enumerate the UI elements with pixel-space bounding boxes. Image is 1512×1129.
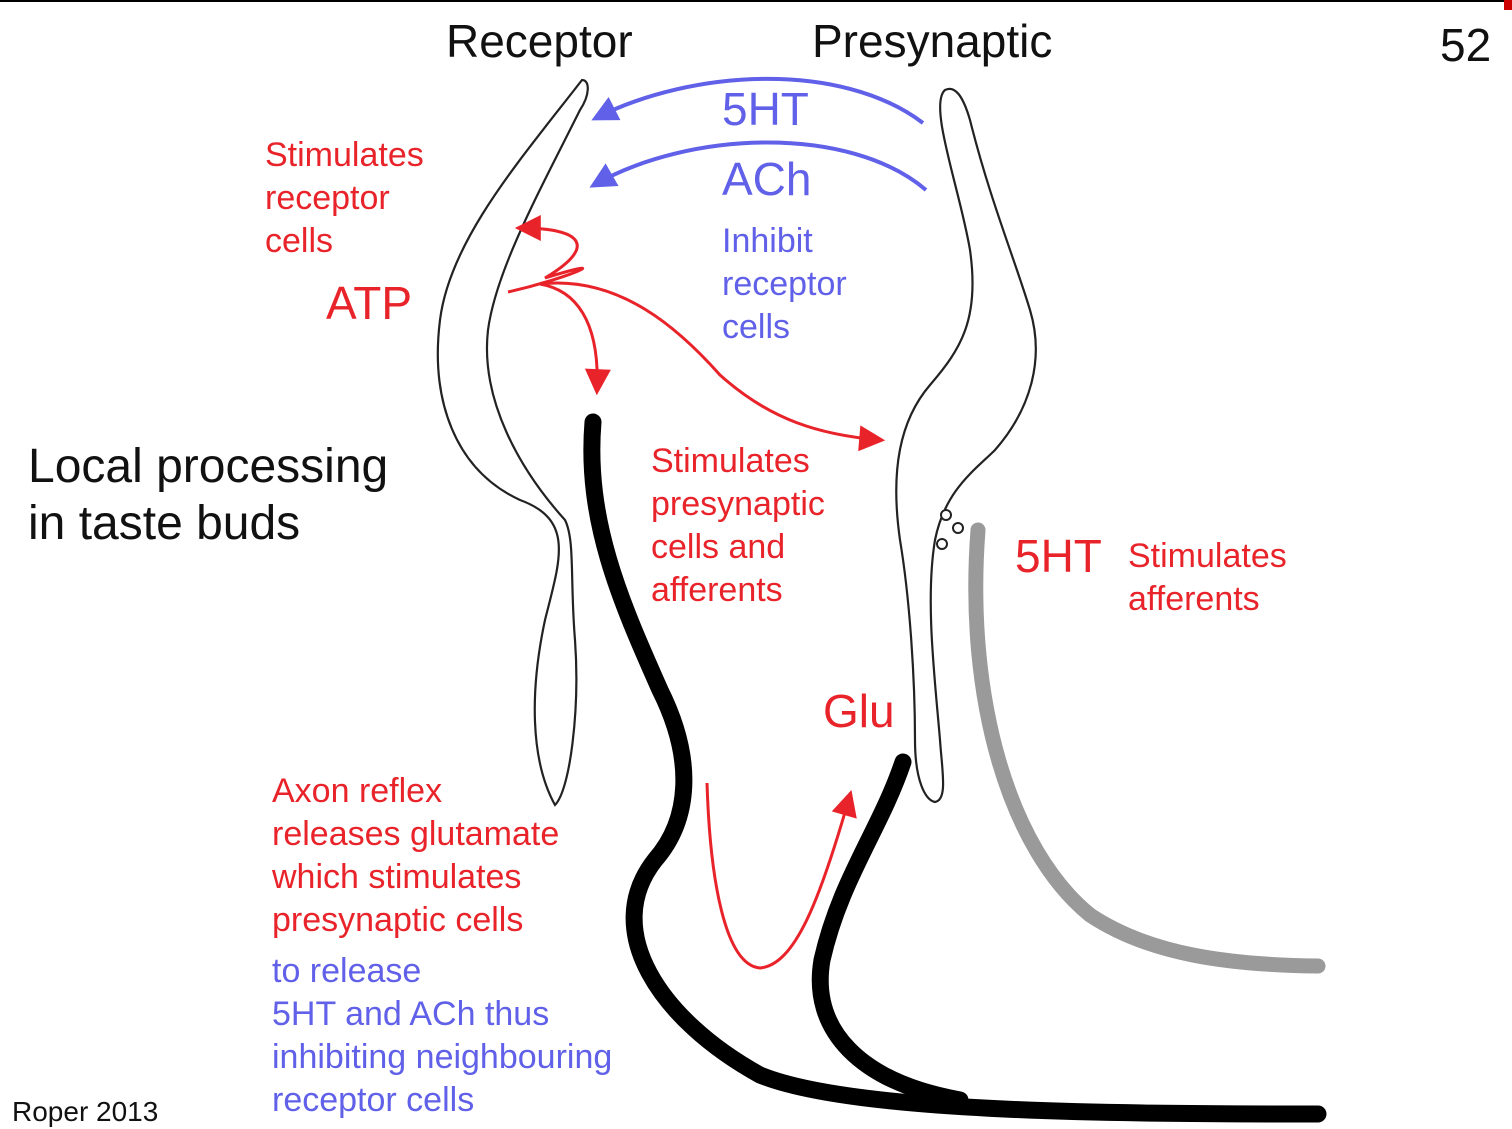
- citation: Roper 2013: [12, 1096, 159, 1127]
- 5ht-side-label: 5HT: [1015, 530, 1102, 582]
- black-afferent-fiber: [583, 413, 1327, 1123]
- axon-reflex-arrow: [705, 782, 857, 970]
- axon-reflex-inhibit-note: to release 5HT and ACh thus inhibiting n…: [272, 952, 613, 1119]
- glu-label: Glu: [823, 685, 895, 737]
- vesicle: [936, 538, 948, 550]
- 5ht-inhibit-arrow: [591, 76, 925, 125]
- atp-arrow-to-presynaptic: [539, 281, 886, 452]
- receptor-cell-label: Receptor: [446, 15, 633, 67]
- receptor-cell-outline: [436, 78, 589, 807]
- stimulates-afferents-note: Stimulates afferents: [1128, 537, 1287, 618]
- gray-afferent-fiber: [968, 522, 1326, 974]
- slide-title: Local processing in taste buds: [28, 440, 389, 550]
- presynaptic-cell-outline: [895, 87, 1037, 804]
- page-number: 52: [1440, 19, 1492, 71]
- vesicle: [952, 522, 964, 534]
- presynaptic-cell-label: Presynaptic: [812, 15, 1053, 67]
- 5ht-top-label: 5HT: [722, 83, 809, 135]
- vesicle: [940, 509, 952, 521]
- stimulates-presynaptic-note: Stimulates presynaptic cells and afferen…: [651, 442, 825, 609]
- atp-label: ATP: [326, 277, 413, 329]
- atp-arrow-to-fiber: [539, 282, 611, 396]
- corner-mark: [1504, 0, 1512, 10]
- black-afferent-branch: [811, 753, 969, 1109]
- atp-arrow-to-receptor: [507, 215, 585, 294]
- stimulates-receptor-note: Stimulates receptor cells: [265, 136, 424, 260]
- ach-label: ACh: [722, 153, 812, 205]
- ach-inhibit-arrow: [589, 140, 928, 192]
- axon-reflex-note: Axon reflex releases glutamate which sti…: [272, 772, 560, 939]
- inhibit-receptor-note: Inhibit receptor cells: [722, 222, 847, 346]
- slide-top-border: [0, 0, 1512, 2]
